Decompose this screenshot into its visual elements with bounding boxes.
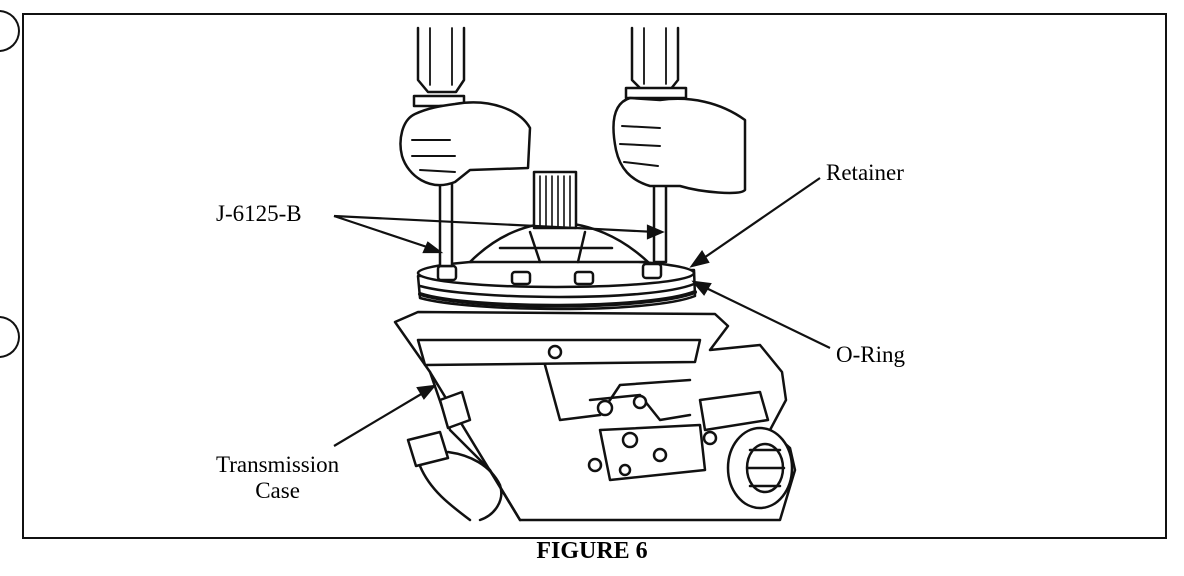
retainer-bolts bbox=[436, 262, 663, 286]
output-shaft bbox=[532, 170, 578, 230]
label-transmission-case: Transmission Case bbox=[216, 452, 339, 504]
output-housing bbox=[726, 426, 794, 510]
puller-tool-left bbox=[412, 26, 466, 268]
leader-lines bbox=[333, 177, 831, 447]
label-transmission-case-line1: Transmission bbox=[216, 452, 340, 477]
label-tool-j-6125-b: J-6125-B bbox=[216, 201, 302, 226]
figure-caption: FIGURE 6 bbox=[536, 538, 648, 564]
label-o-ring: O-Ring bbox=[836, 342, 905, 367]
figure-frame bbox=[22, 13, 1167, 539]
label-retainer: Retainer bbox=[826, 160, 904, 185]
label-transmission-case-line2: Case bbox=[255, 478, 300, 503]
left-hand bbox=[399, 101, 532, 187]
transmission-case bbox=[393, 310, 797, 522]
electrical-connector bbox=[406, 390, 503, 522]
right-hand bbox=[612, 96, 747, 195]
retainer-ring bbox=[416, 257, 697, 311]
